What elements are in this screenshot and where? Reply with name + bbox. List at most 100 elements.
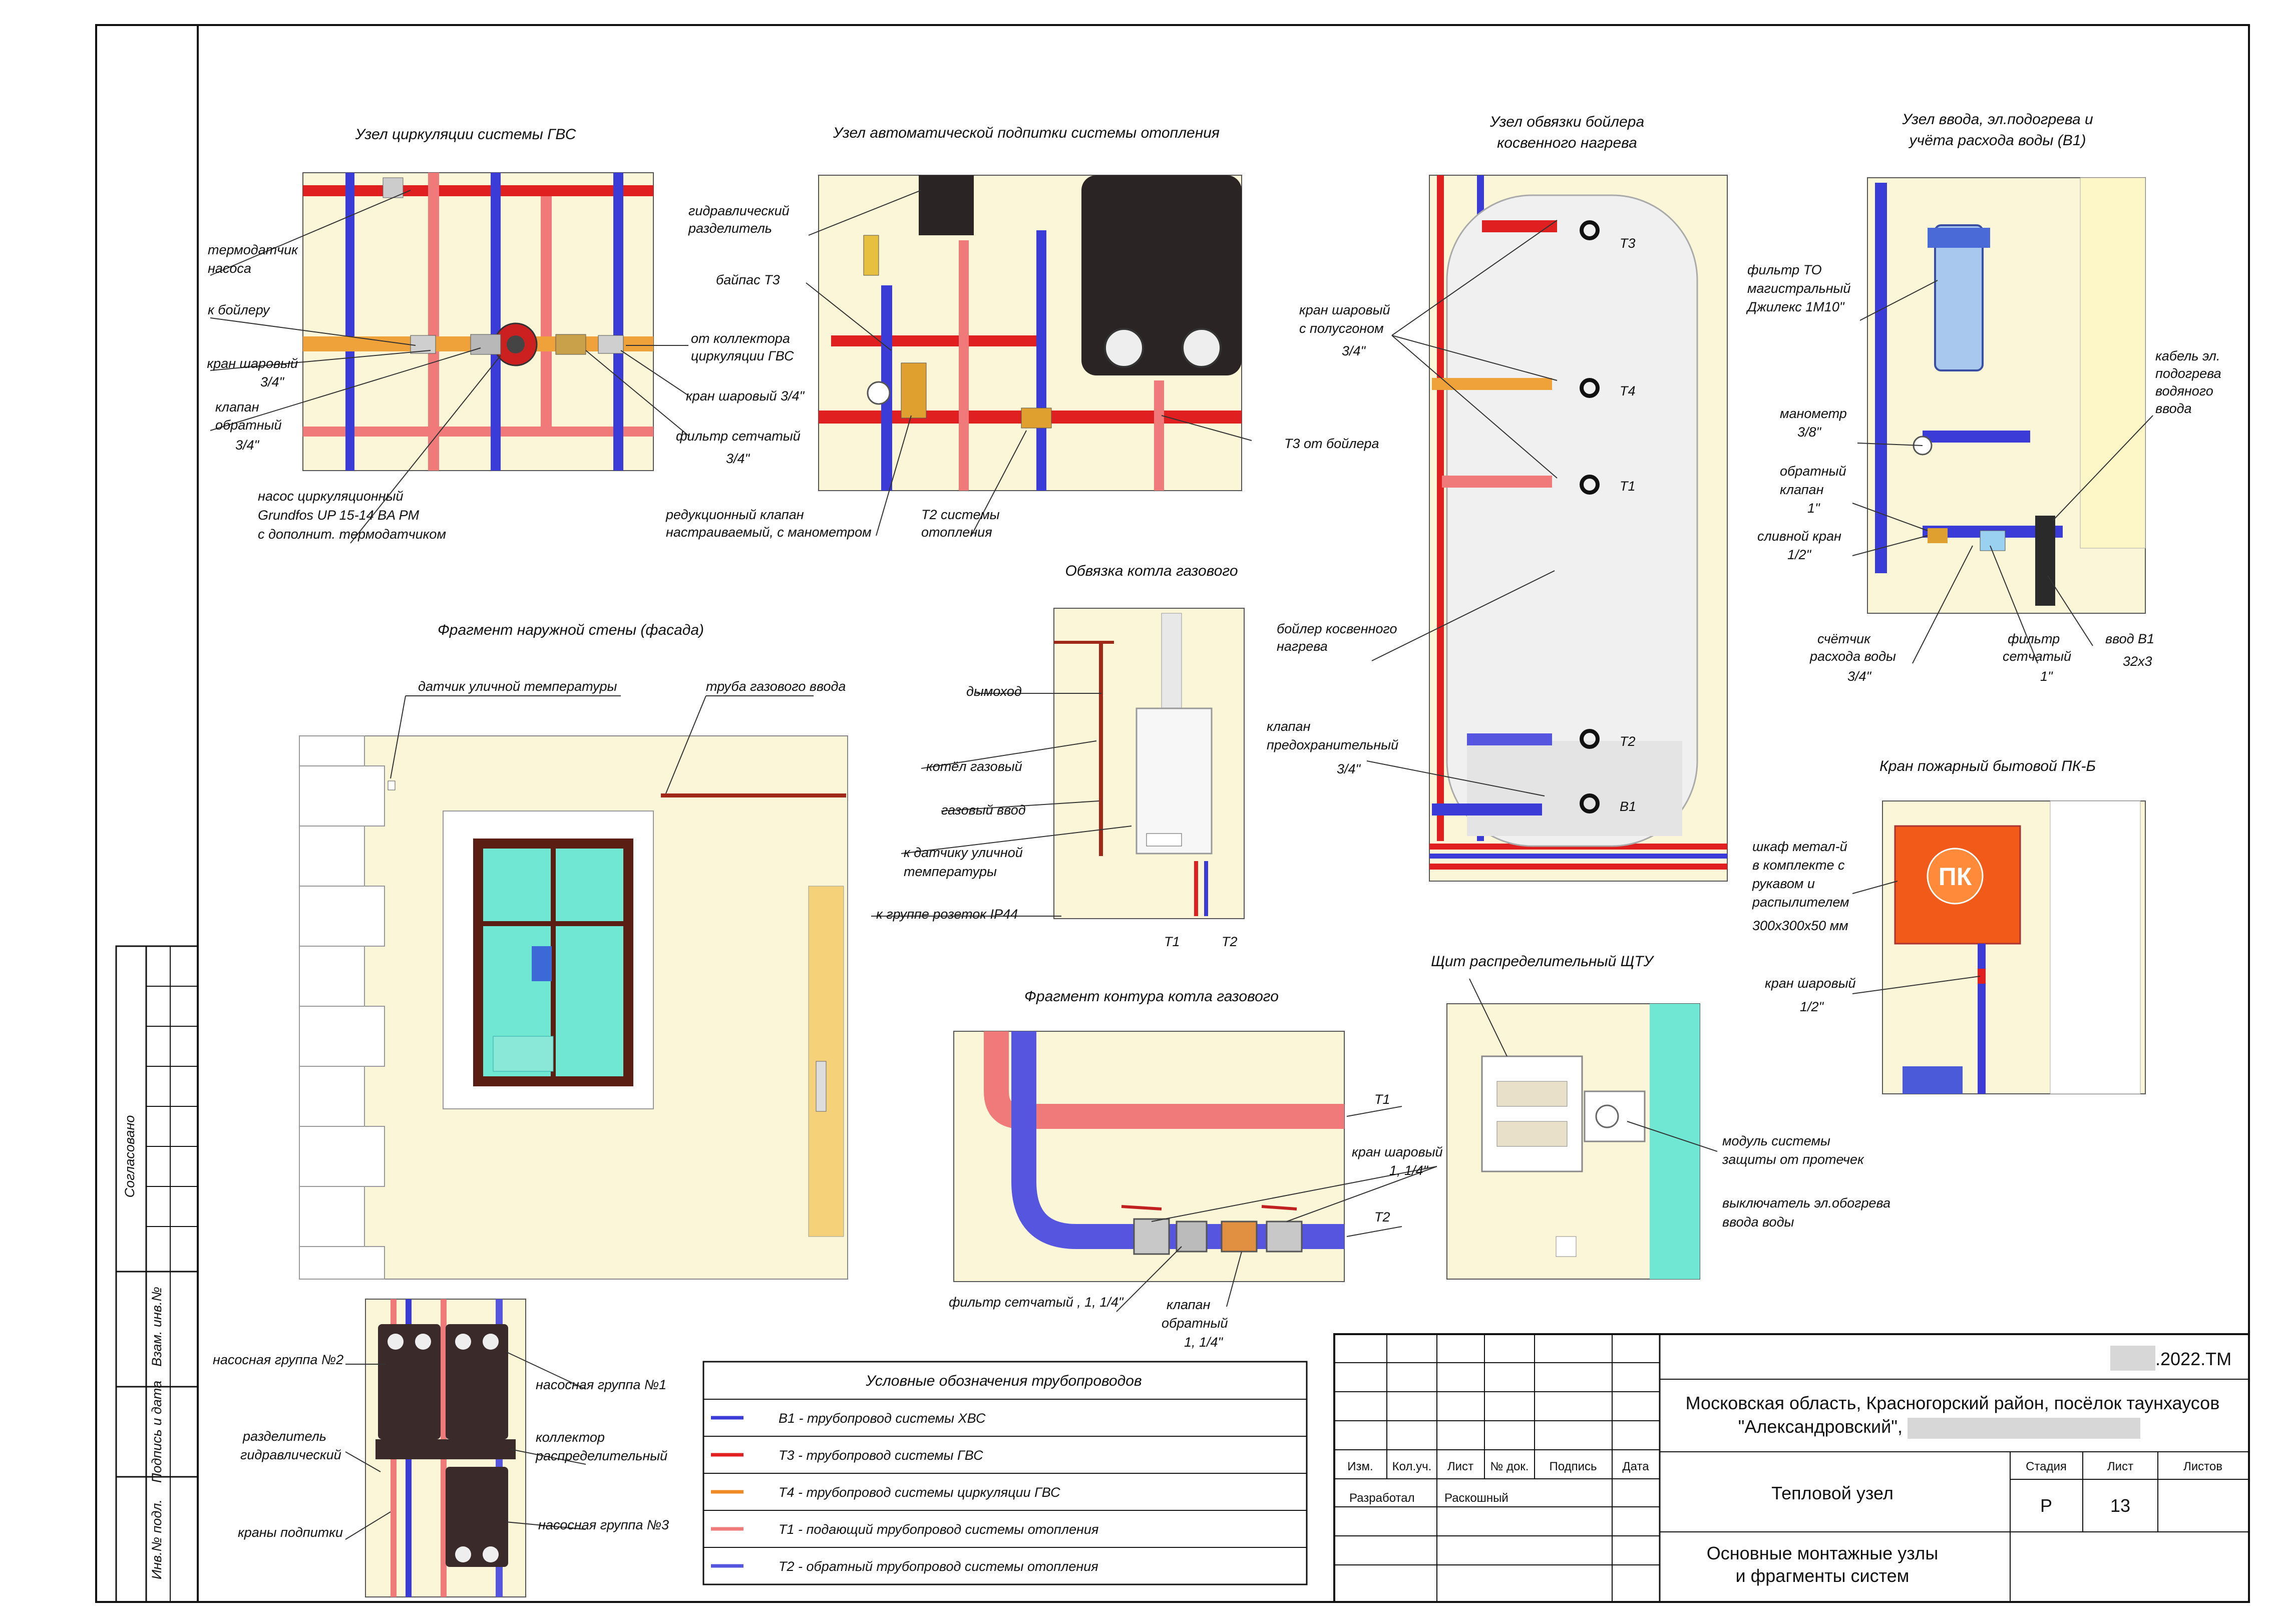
legend-item-label: Т3 - трубопровод системы ГВС [779, 1448, 983, 1463]
makeup-t3-label: Т3 от бойлера [1284, 436, 1379, 451]
gvs-check-label-2: обратный [215, 418, 281, 433]
circuit-check-label-2: обратный [1162, 1316, 1228, 1331]
makeup-bypass-label: байпас Т3 [716, 272, 780, 287]
inlet-cable-label-4: ввода [2155, 401, 2192, 416]
inlet-check-label-2: клапан [1780, 482, 1824, 497]
facade-title: Фрагмент наружной стены (фасада) [438, 622, 704, 638]
boiler-label-2: нагрева [1277, 639, 1328, 654]
pumps-section: насосная группа №2 насосная группа №1 ра… [213, 1299, 669, 1597]
panel-module-label-2: защиты от протечек [1722, 1152, 1864, 1167]
stamp-sign-date: Подпись и дата [149, 1381, 164, 1483]
inlet-meter-label-1: счётчик [1817, 631, 1871, 646]
panel-module-label-1: модуль системы [1722, 1133, 1830, 1148]
legend-item-label: Т4 - трубопровод системы циркуляции ГВС [779, 1485, 1060, 1500]
makeup-t2-label-2: отопления [921, 525, 992, 540]
gvs-valve-r-label: кран шаровый 3/4" [686, 388, 805, 403]
circuit-check-label-1: клапан [1167, 1297, 1211, 1312]
facade-gas-label: труба газового ввода [706, 679, 846, 694]
inlet-input-label-2: 32х3 [2123, 654, 2152, 669]
circuit-ball-label-1: кран шаровый [1352, 1144, 1443, 1159]
fire-cabinet-label-5: 300х300х50 мм [1752, 918, 1848, 933]
inlet-title-1: Узел ввода, эл.подогрева и [1902, 111, 2093, 128]
gvs-pump-label-1: насос циркуляционный [258, 489, 404, 504]
inlet-mano-label-2: 3/8" [1797, 425, 1822, 440]
gas-t2-label: Т2 [1222, 934, 1238, 949]
tb-sheet-label: Лист [2107, 1460, 2133, 1473]
fire-valve-section: Кран пожарный бытовой ПК-Б ПК шкаф метал… [1752, 758, 2146, 1094]
boiler-valve-label-1: кран шаровый [1299, 302, 1390, 317]
makeup-reducer-label-2: настраиваемый, с манометром [666, 525, 872, 540]
boiler-valve-label-2: с полусгоном [1299, 321, 1384, 336]
circuit-check-label-3: 1, 1/4" [1184, 1335, 1224, 1350]
makeup-t2-label-1: Т2 системы [921, 507, 1000, 522]
gvs-pump-label-2: Grundfos UP 15-14 BA PM [258, 508, 420, 523]
inlet-title-2: учёта расхода воды (В1) [1909, 132, 2086, 149]
inlet-check-label-1: обратный [1780, 464, 1846, 479]
legend-item-label: В1 - трубопровод системы ХВС [779, 1411, 986, 1426]
tb-sheet-title-1: Основные монтажные узлы [1707, 1543, 1938, 1563]
makeup-section: Узел автоматической подпитки системы ото… [665, 125, 1379, 540]
fire-cabinet-label-2: в комплекте с [1752, 858, 1845, 873]
facade-section: Фрагмент наружной стены (фасада) [299, 622, 848, 1280]
gvs-from-coll-label-1: от коллектора [691, 331, 790, 346]
tb-sheets-label: Листов [2183, 1460, 2222, 1473]
tb-col-list: Лист [1447, 1460, 1473, 1473]
inlet-meter-label-3: 3/4" [1847, 669, 1872, 684]
pumps-coll-label-1: коллектор [536, 1430, 605, 1445]
boiler-valve-label-3: 3/4" [1342, 343, 1366, 358]
fire-cabinet-label-3: рукавом и [1752, 876, 1815, 891]
legend-title: Условные обозначения трубопроводов [865, 1373, 1142, 1389]
makeup-sep-label-2: разделитель [688, 221, 772, 236]
gas-flue-label: дымоход [966, 684, 1022, 699]
gvs-filter-label-1: фильтр сетчатый [676, 429, 801, 444]
fire-valve-label-2: 1/2" [1800, 999, 1824, 1014]
makeup-sep-label-1: гидравлический [688, 203, 790, 218]
title-block: .2022.ТМ Московская область, Красногорск… [1333, 1333, 2250, 1603]
gvs-valve-label-1: кран шаровый [207, 356, 298, 371]
pumps-g3-label: насосная группа №3 [538, 1517, 669, 1532]
pipe-legend: Условные обозначения трубопроводов В1 - … [702, 1361, 1308, 1585]
inlet-strainer-label-3: 1" [2040, 669, 2053, 684]
stamp-inv: Инв.№ подл. [149, 1499, 164, 1579]
gvs-filter-label-2: 3/4" [726, 451, 750, 466]
gas-sensor-label-1: к датчику уличной [904, 845, 1023, 860]
circuit-t1-label: Т1 [1374, 1092, 1390, 1107]
gvs-circulation-section: Узел циркуляции системы ГВС термодатчик … [207, 126, 805, 544]
facade-sensor-label: датчик уличной температуры [418, 679, 617, 694]
boiler-safety-label-3: 3/4" [1337, 761, 1361, 776]
panel-section: Щит распределительный ЩТУ модуль системы… [1431, 953, 1890, 1280]
tb-col-kol: Кол.уч. [1392, 1460, 1432, 1473]
gvs-from-coll-label-2: циркуляции ГВС [691, 348, 794, 363]
inlet-cable-label-2: подогрева [2155, 366, 2221, 381]
pumps-fill-label: краны подпитки [238, 1525, 343, 1540]
gas-boiler-label: котёл газовый [926, 759, 1022, 774]
gas-sensor-label-2: температуры [904, 864, 997, 879]
tb-col-izm: Изм. [1347, 1460, 1373, 1473]
gas-sockets-label: к группе розеток IP44 [876, 907, 1018, 922]
circuit-t2-label: Т2 [1374, 1209, 1390, 1225]
gvs-to-boiler-label: к бойлеру [208, 302, 270, 317]
panel-title: Щит распределительный ЩТУ [1431, 953, 1654, 970]
panel-switch-label-2: ввода воды [1722, 1214, 1794, 1230]
stamp-replace: Взам. инв.№ [149, 1287, 164, 1367]
pumps-g2-label: насосная группа №2 [213, 1352, 343, 1367]
tb-sheet-no: 13 [2110, 1495, 2130, 1516]
tb-code: .2022.ТМ [2155, 1349, 2231, 1369]
inlet-input-label-1: ввод В1 [2105, 631, 2154, 646]
fire-badge: ПК [1939, 863, 1972, 891]
boiler-port-t1: Т1 [1620, 479, 1636, 494]
circuit-section: Фрагмент контура котла газового Т1 кран … [949, 988, 1443, 1350]
fire-valve-label-1: кран шаровый [1765, 976, 1856, 991]
gvs-valve-label-2: 3/4" [260, 374, 285, 389]
boiler-port-b1: В1 [1620, 799, 1636, 814]
gas-in-label: газовый ввод [941, 802, 1026, 818]
boiler-port-t2: Т2 [1620, 734, 1636, 749]
gas-boiler-section: Обвязка котла газового дымоход котёл газ… [871, 563, 1245, 949]
circuit-ball-label-2: 1, 1/4" [1389, 1163, 1429, 1178]
boiler-port-t4: Т4 [1620, 383, 1636, 398]
tb-col-date: Дата [1622, 1460, 1649, 1473]
gvs-sensor-label-1: термодатчик [208, 242, 298, 257]
inlet-check-label-3: 1" [1807, 501, 1820, 516]
gvs-title: Узел циркуляции системы ГВС [355, 126, 576, 143]
